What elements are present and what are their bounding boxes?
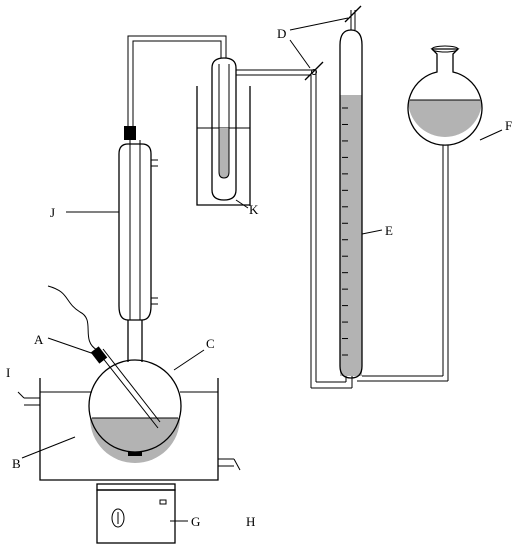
label-h: H <box>246 514 255 529</box>
label-g: G <box>191 514 200 529</box>
label-b: B <box>12 456 21 471</box>
round-bottom-flask <box>88 320 182 463</box>
stir-bar <box>128 452 142 456</box>
leader-lines <box>21 17 503 522</box>
label-i: I <box>6 365 10 380</box>
condenser-stopper <box>124 126 136 140</box>
label-e: E <box>385 223 393 238</box>
bulb-liquid <box>408 100 482 137</box>
label-k: K <box>249 202 259 217</box>
gas-burette <box>339 10 363 379</box>
cold-trap <box>196 57 316 206</box>
burette-scale <box>342 107 348 356</box>
label-a: A <box>34 332 44 347</box>
trap-liquid <box>219 128 229 178</box>
leveling-bulb <box>357 45 483 382</box>
stopcock-and-u-tube <box>304 5 362 389</box>
flask-liquid <box>90 418 180 463</box>
burette-liquid <box>340 95 362 376</box>
condenser <box>118 126 158 321</box>
water-bath <box>17 378 241 481</box>
connecting-tube <box>127 35 227 126</box>
label-f: F <box>505 118 512 133</box>
label-j: J <box>50 205 55 220</box>
label-c: C <box>206 336 215 351</box>
stirrer-heater <box>96 483 176 544</box>
thermometer-probe <box>47 285 161 429</box>
label-d: D <box>277 26 286 41</box>
